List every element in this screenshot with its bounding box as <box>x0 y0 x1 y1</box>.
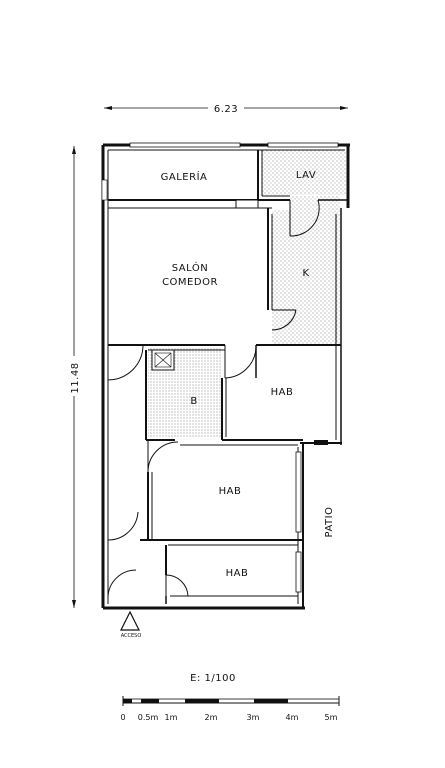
scale-tick-label: 0.5m <box>138 713 159 722</box>
patio-label: PATIO <box>324 507 335 538</box>
scale-tick-label: 5m <box>325 713 338 722</box>
room-label-comedor: COMEDOR <box>162 277 218 288</box>
room-label-galeria: GALERÍA <box>161 170 208 183</box>
height-dimension: 11.48 <box>66 146 82 608</box>
windows <box>101 142 339 593</box>
interior-walls <box>108 150 348 604</box>
lav-floor <box>262 150 348 195</box>
room-label-salon: SALÓN <box>172 261 208 274</box>
room-label-hab-2: HAB <box>219 486 242 497</box>
room-label-bath: B <box>190 396 197 407</box>
access-label: ACCESO <box>121 633 142 639</box>
room-label-lav: LAV <box>296 170 316 181</box>
room-label-hab-3: HAB <box>226 568 249 579</box>
width-dimension-label: 6.23 <box>214 104 238 115</box>
kitchen-floor <box>272 210 340 346</box>
doors <box>107 199 320 599</box>
room-label-hab-1: HAB <box>271 387 294 398</box>
scale-label: E: 1/100 <box>190 673 236 684</box>
corridor-floor <box>290 196 340 214</box>
scale-tick-label: 4m <box>286 713 299 722</box>
room-label-kitchen: K <box>302 268 309 279</box>
scale-tick-label: 2m <box>205 713 218 722</box>
shower-tray-icon <box>151 349 175 371</box>
scale-tick-label: 1m <box>165 713 178 722</box>
column <box>314 440 328 445</box>
access-marker: ACCESO <box>120 610 142 639</box>
scale-bar <box>122 696 340 706</box>
width-dimension: 6.23 <box>104 100 348 115</box>
height-dimension-label: 11.48 <box>70 362 81 393</box>
column <box>235 199 259 209</box>
scale-bar-labels: 0 0.5m 1m 2m 3m 4m 5m <box>120 713 337 722</box>
scale-tick-label: 3m <box>247 713 260 722</box>
scale-tick-label: 0 <box>120 713 125 722</box>
